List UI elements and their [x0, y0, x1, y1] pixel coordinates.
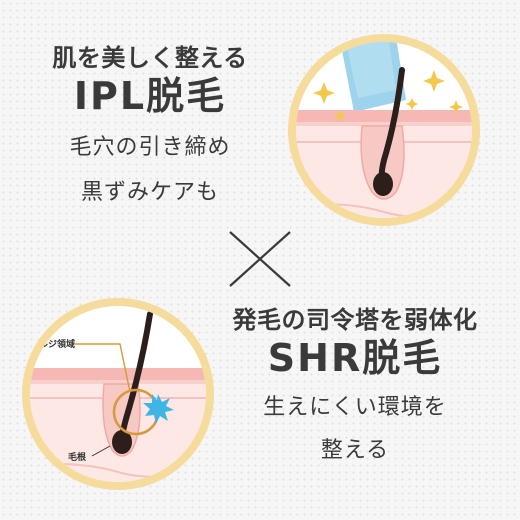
ipl-text-block: 肌を美しく整える IPL脱毛 毛穴の引き締め 黒ずみケアも: [20, 38, 280, 209]
shr-method-title: SHR脱毛: [267, 336, 443, 380]
multiply-icon: [229, 231, 291, 287]
root-leader-line: [91, 445, 111, 457]
ipl-headline: 肌を美しく整える: [52, 44, 248, 72]
shr-hair-bulb: [112, 430, 132, 454]
sparkle-icons: [313, 70, 463, 122]
ipl-description-line2: 黒ずみケアも: [80, 179, 219, 205]
hair-root-label: 毛根: [68, 451, 87, 463]
shr-skin-illustration: バルジ領域 毛根: [22, 298, 214, 490]
shr-text-block: 発毛の司令塔を弱体化 SHR脱毛 生えにくい環境を 整える: [200, 300, 510, 467]
ipl-epidermis-layer: [296, 110, 472, 122]
shr-headline: 発毛の司令塔を弱体化: [232, 306, 478, 334]
ipl-method-title: IPL脱毛: [73, 74, 227, 118]
ipl-hair-bulb: [373, 172, 393, 196]
shr-epidermis-layer: [30, 368, 206, 380]
burst-icon: [143, 394, 174, 424]
ipl-description-line1: 毛穴の引き締め: [69, 134, 231, 160]
shr-description-line1: 生えにくい環境を: [263, 394, 447, 420]
shr-description-line2: 整える: [320, 437, 390, 463]
ipl-skin-illustration: [288, 34, 480, 226]
bulge-leader-line: [74, 343, 131, 393]
